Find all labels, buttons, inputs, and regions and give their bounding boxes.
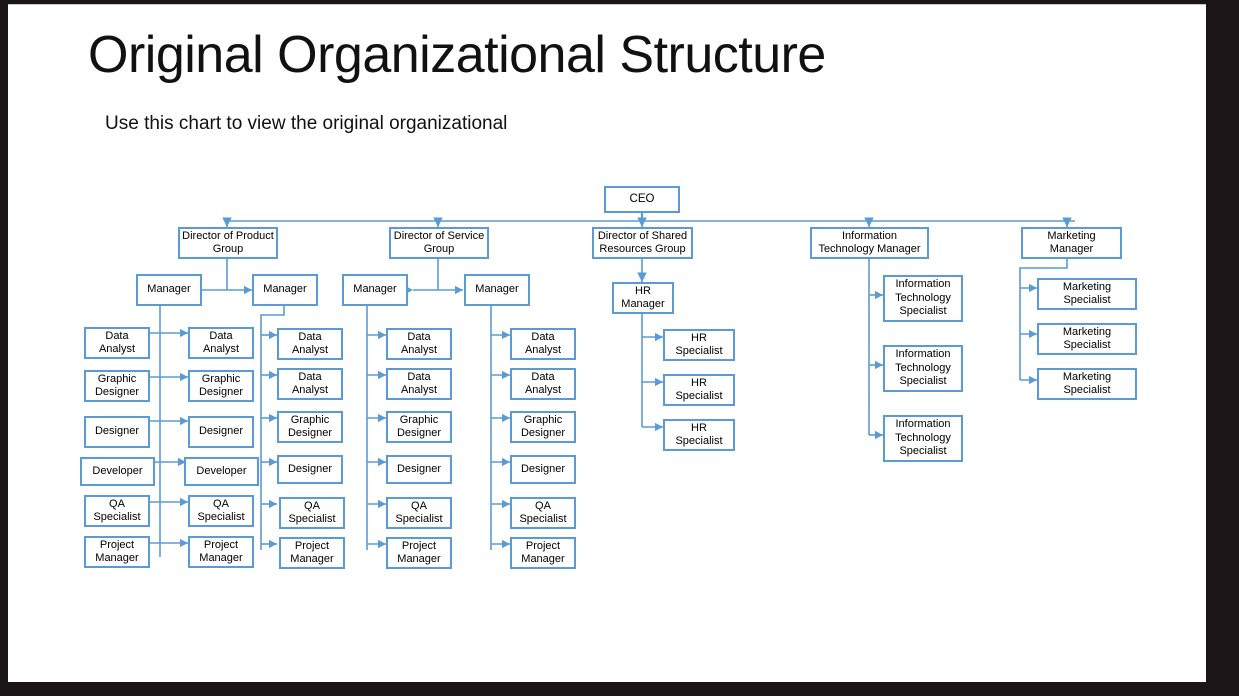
node-ceo[interactable]: CEO: [604, 186, 680, 213]
node-staff-c5-r1[interactable]: Data Analyst: [510, 328, 576, 360]
node-staff-c1-r6[interactable]: Project Manager: [84, 536, 150, 568]
node-staff-c4-r2[interactable]: Data Analyst: [386, 368, 452, 400]
node-marketing-specialist-1[interactable]: Marketing Specialist: [1037, 278, 1137, 310]
node-staff-c5-r3[interactable]: Graphic Designer: [510, 411, 576, 443]
node-marketing-specialist-2[interactable]: Marketing Specialist: [1037, 323, 1137, 355]
slide-canvas: Original Organizational Structure Use th…: [8, 4, 1206, 682]
node-it-manager[interactable]: Information Technology Manager: [810, 227, 929, 259]
node-director-product[interactable]: Director of Product Group: [178, 227, 278, 259]
node-manager-2[interactable]: Manager: [252, 274, 318, 306]
node-staff-c4-r4[interactable]: Designer: [386, 455, 452, 484]
node-staff-c4-r6[interactable]: Project Manager: [386, 537, 452, 569]
node-staff-c2-r3[interactable]: Designer: [188, 416, 254, 448]
node-staff-c3-r5[interactable]: QA Specialist: [279, 497, 345, 529]
node-manager-4[interactable]: Manager: [464, 274, 530, 306]
node-staff-c5-r6[interactable]: Project Manager: [510, 537, 576, 569]
node-manager-1[interactable]: Manager: [136, 274, 202, 306]
node-staff-c1-r5[interactable]: QA Specialist: [84, 495, 150, 527]
node-manager-3[interactable]: Manager: [342, 274, 408, 306]
node-staff-c2-r6[interactable]: Project Manager: [188, 536, 254, 568]
node-staff-c4-r1[interactable]: Data Analyst: [386, 328, 452, 360]
node-it-specialist-3[interactable]: Information Technology Specialist: [883, 415, 963, 462]
node-staff-c3-r6[interactable]: Project Manager: [279, 537, 345, 569]
org-chart: CEO Director of Product Group Director o…: [8, 5, 1206, 683]
page-title: Original Organizational Structure: [88, 26, 826, 84]
node-staff-c2-r2[interactable]: Graphic Designer: [188, 370, 254, 402]
node-it-specialist-1[interactable]: Information Technology Specialist: [883, 275, 963, 322]
node-hr-specialist-3[interactable]: HR Specialist: [663, 419, 735, 451]
node-staff-c3-r3[interactable]: Graphic Designer: [277, 411, 343, 443]
node-staff-c3-r1[interactable]: Data Analyst: [277, 328, 343, 360]
node-staff-c2-r1[interactable]: Data Analyst: [188, 327, 254, 359]
node-marketing-manager[interactable]: Marketing Manager: [1021, 227, 1122, 259]
node-staff-c4-r5[interactable]: QA Specialist: [386, 497, 452, 529]
node-staff-c4-r3[interactable]: Graphic Designer: [386, 411, 452, 443]
node-staff-c3-r2[interactable]: Data Analyst: [277, 368, 343, 400]
node-hr-manager[interactable]: HR Manager: [612, 282, 674, 314]
node-director-service[interactable]: Director of Service Group: [389, 227, 489, 259]
node-hr-specialist-2[interactable]: HR Specialist: [663, 374, 735, 406]
node-staff-c1-r4[interactable]: Developer: [80, 457, 155, 486]
node-staff-c2-r4[interactable]: Developer: [184, 457, 259, 486]
node-staff-c2-r5[interactable]: QA Specialist: [188, 495, 254, 527]
node-staff-c5-r4[interactable]: Designer: [510, 455, 576, 484]
node-director-shared[interactable]: Director of Shared Resources Group: [592, 227, 693, 259]
node-staff-c1-r1[interactable]: Data Analyst: [84, 327, 150, 359]
node-staff-c3-r4[interactable]: Designer: [277, 455, 343, 484]
node-hr-specialist-1[interactable]: HR Specialist: [663, 329, 735, 361]
page-subtitle: Use this chart to view the original orga…: [105, 113, 508, 134]
node-staff-c5-r5[interactable]: QA Specialist: [510, 497, 576, 529]
node-staff-c1-r3[interactable]: Designer: [84, 416, 150, 448]
node-marketing-specialist-3[interactable]: Marketing Specialist: [1037, 368, 1137, 400]
node-staff-c1-r2[interactable]: Graphic Designer: [84, 370, 150, 402]
node-staff-c5-r2[interactable]: Data Analyst: [510, 368, 576, 400]
node-it-specialist-2[interactable]: Information Technology Specialist: [883, 345, 963, 392]
